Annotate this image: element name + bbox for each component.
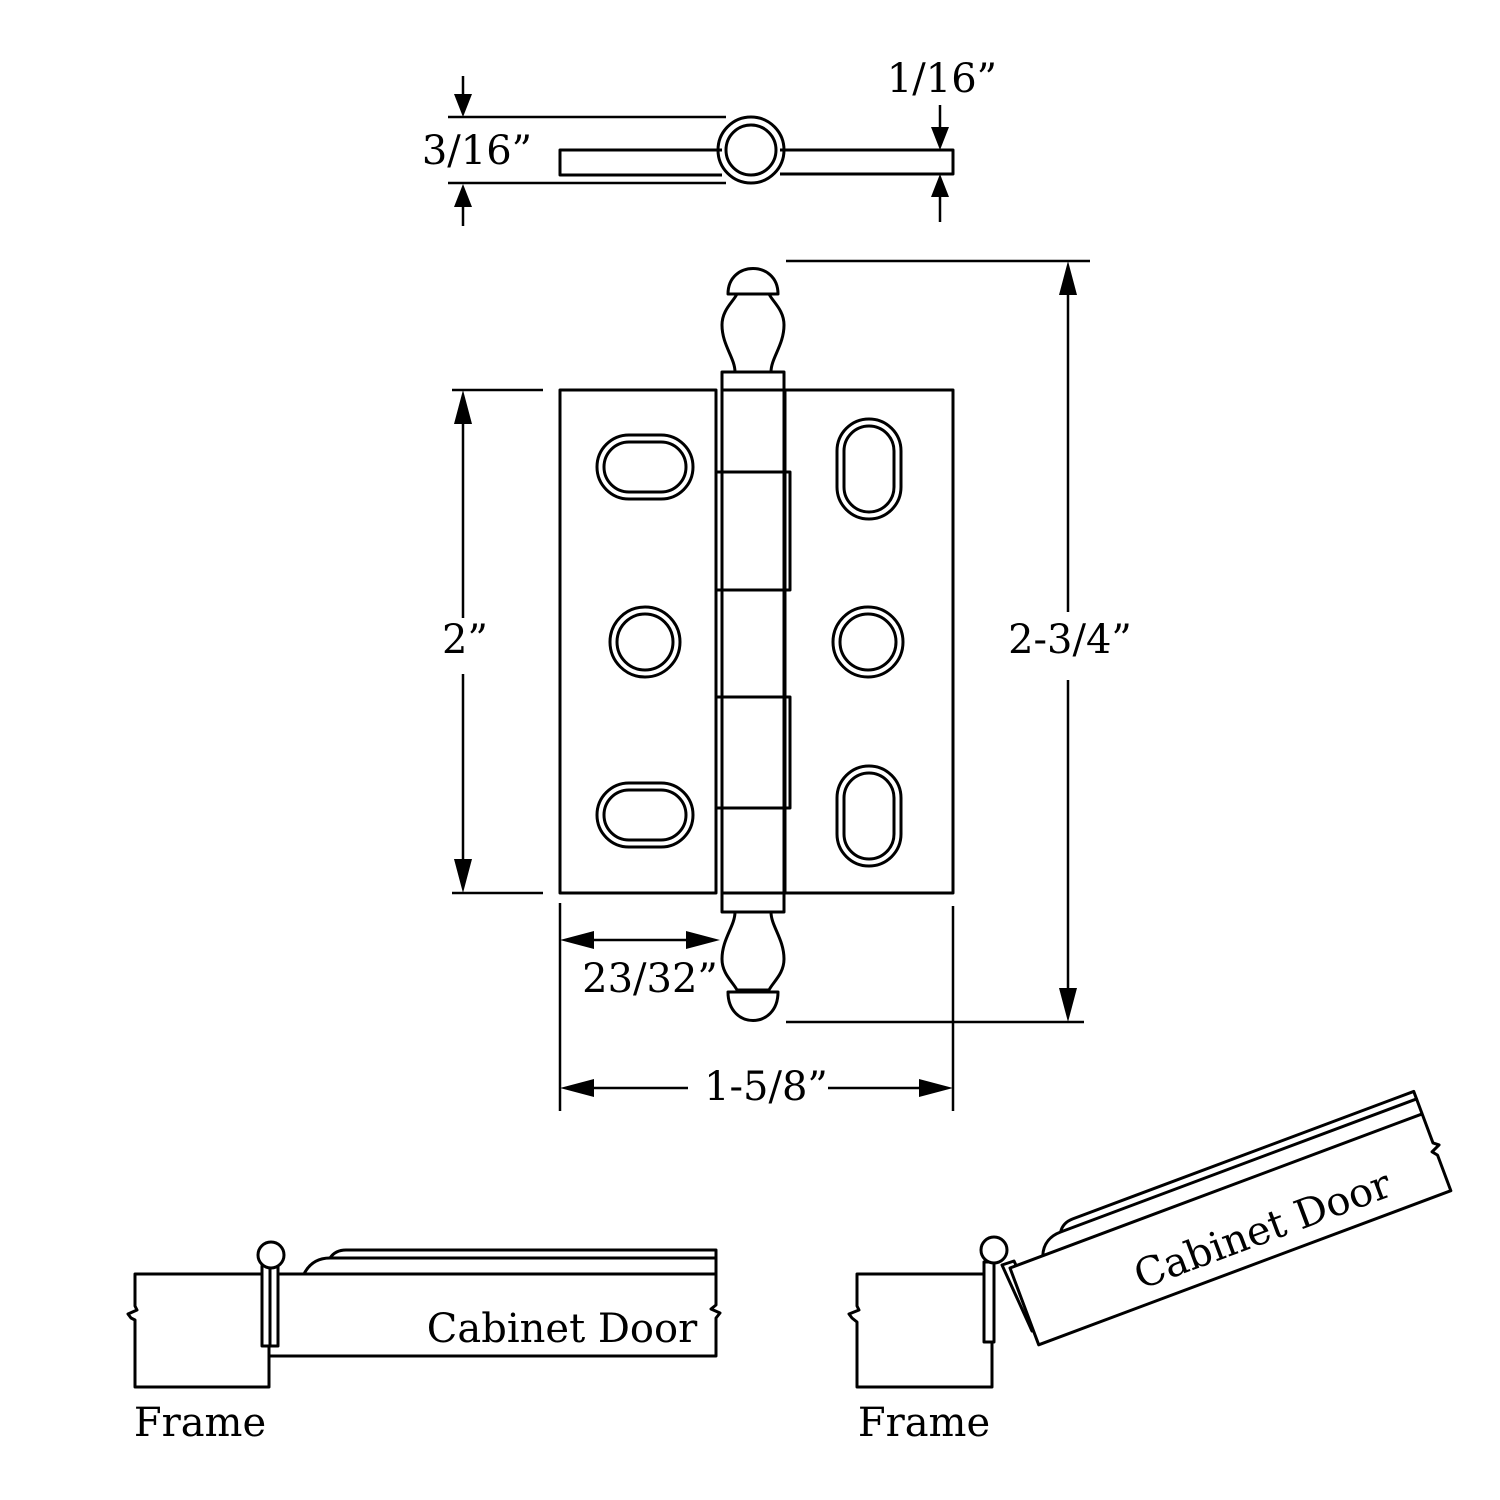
top-finial — [720, 292, 786, 374]
screw-slot — [835, 417, 903, 521]
screw-hole — [615, 612, 675, 672]
cabinet-door — [1008, 1112, 1453, 1347]
bottom-finial — [720, 910, 786, 992]
knuckle-diameter-label: 3/16” — [422, 128, 532, 174]
closed-frame-label: Frame — [134, 1400, 266, 1446]
screw-slot — [842, 771, 896, 861]
knuckle-offset-label: 23/32” — [582, 956, 718, 1002]
screw-hole — [838, 612, 898, 672]
screw-hole — [608, 605, 682, 679]
overall-height-label: 2-3/4” — [1008, 617, 1132, 663]
hinge-front-view — [558, 267, 955, 1022]
leaf-thickness-label: 1/16” — [887, 56, 997, 102]
knuckle-inner-circle — [724, 123, 778, 177]
hinge-knuckle-icon — [256, 1240, 286, 1270]
screw-slot — [842, 424, 896, 514]
screw-hole — [831, 605, 905, 679]
installation-closed: Cabinet Door Frame — [126, 1240, 722, 1446]
screw-slot — [595, 433, 695, 501]
overall-width-label: 1-5/8” — [704, 1064, 828, 1110]
hinge-knuckle-icon — [979, 1235, 1009, 1265]
hinge-top-view: 3/16” 1/16” — [422, 56, 997, 226]
hinge-right-leaf — [783, 388, 955, 895]
screw-slot — [835, 764, 903, 868]
dimension-lines: 2” 2-3/4” 23/32” 1-5/8” — [442, 259, 1132, 1111]
hinge-barrel — [720, 370, 786, 914]
screw-slot — [595, 781, 695, 849]
screw-slot — [602, 440, 688, 494]
installation-open: Cabinet Door Frame — [847, 1089, 1453, 1446]
open-frame-label: Frame — [858, 1400, 990, 1446]
frame-block — [847, 1272, 994, 1389]
leaf-height-label: 2” — [442, 617, 488, 663]
cabinet-door — [267, 1272, 722, 1358]
knuckle-outer-circle — [716, 115, 786, 185]
frame-block — [126, 1272, 271, 1389]
screw-slot — [602, 788, 688, 842]
closed-door-label: Cabinet Door — [427, 1306, 698, 1352]
